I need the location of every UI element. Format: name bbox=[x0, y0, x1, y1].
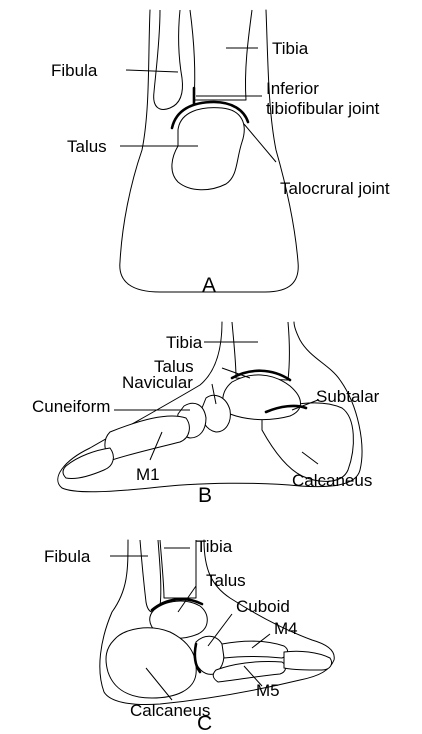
panel-c-toes bbox=[284, 651, 332, 670]
label-c-fibula: Fibula bbox=[44, 547, 91, 566]
panel-c-m4 bbox=[222, 641, 288, 658]
caption-c: C bbox=[197, 712, 212, 734]
label-a-inferior-line1: Inferior bbox=[266, 79, 319, 98]
panel-c-tibia bbox=[160, 540, 196, 598]
panel-a: Fibula Tibia Inferior tibiofibular joint… bbox=[51, 10, 390, 297]
label-b-cuneiform: Cuneiform bbox=[32, 397, 110, 416]
panel-b: Tibia Talus Navicular Subtalar Cuneiform… bbox=[32, 322, 380, 507]
label-a-inferior-line2: tibiofibular joint bbox=[266, 99, 380, 118]
label-a-talocrural: Talocrural joint bbox=[280, 179, 390, 198]
label-a-tibia: Tibia bbox=[272, 39, 309, 58]
panel-b-phalanx bbox=[63, 448, 113, 479]
panel-b-talus bbox=[223, 375, 301, 420]
label-a-talus: Talus bbox=[67, 137, 107, 156]
label-a-fibula: Fibula bbox=[51, 61, 98, 80]
label-c-talus: Talus bbox=[206, 571, 246, 590]
label-b-subtalar: Subtalar bbox=[316, 387, 380, 406]
leader-a-talocrural bbox=[244, 124, 276, 162]
caption-b: B bbox=[198, 484, 212, 507]
panel-b-m1 bbox=[105, 416, 189, 460]
panel-a-tibia bbox=[190, 10, 252, 100]
panel-a-talus bbox=[172, 108, 244, 190]
label-c-tibia: Tibia bbox=[196, 537, 233, 556]
label-c-cuboid: Cuboid bbox=[236, 597, 290, 616]
label-c-m4: M4 bbox=[274, 619, 298, 638]
label-c-m5: M5 bbox=[256, 681, 280, 700]
panel-a-fibula bbox=[154, 10, 183, 109]
panel-c: Fibula Tibia Talus Cuboid M4 M5 Calcaneu… bbox=[44, 537, 334, 734]
panel-c-fibula bbox=[140, 540, 161, 612]
label-b-tibia: Tibia bbox=[166, 333, 203, 352]
label-b-navicular: Navicular bbox=[122, 373, 193, 392]
caption-a: A bbox=[202, 274, 216, 297]
label-b-m1: M1 bbox=[136, 465, 160, 484]
label-b-calcaneus: Calcaneus bbox=[292, 471, 372, 490]
